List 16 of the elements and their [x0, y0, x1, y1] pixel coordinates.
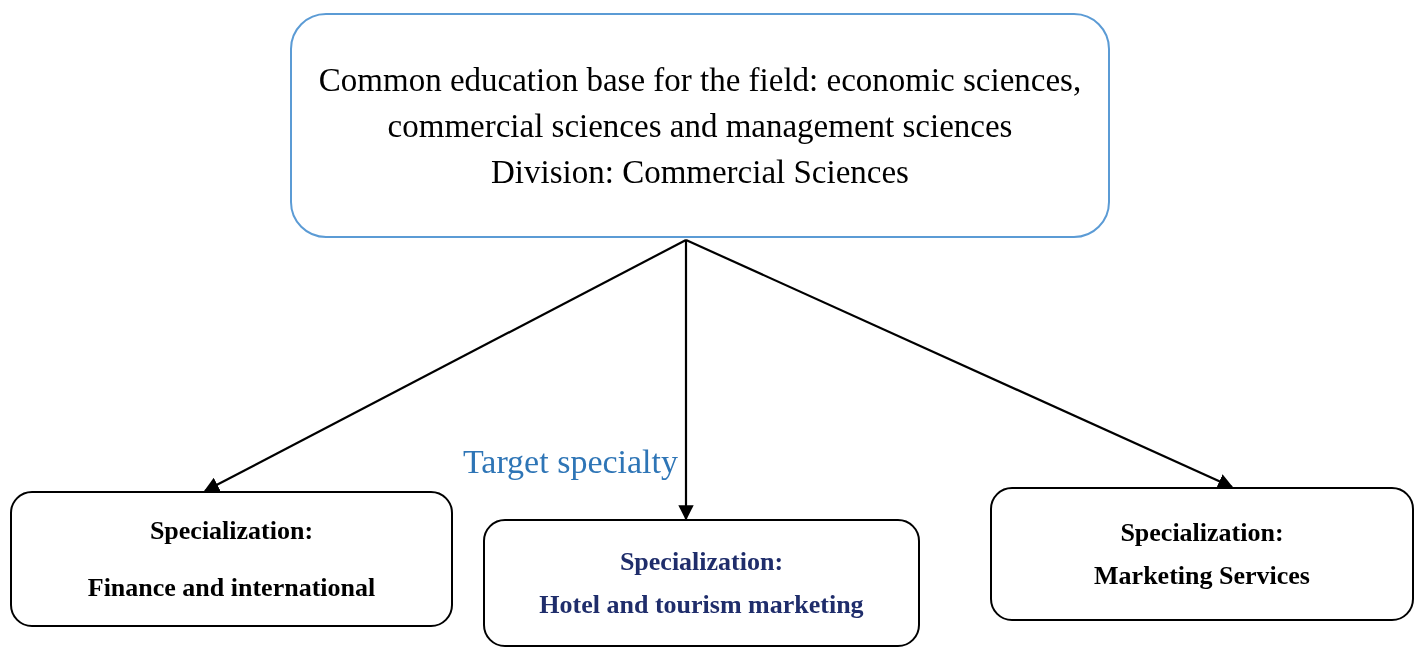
box-heading: Specialization: — [149, 515, 314, 547]
box-text: Division: Commercial Sciences — [491, 152, 909, 192]
box-text: Finance and international — [87, 572, 376, 604]
arrow — [685, 239, 1234, 489]
box-heading: Specialization: — [1120, 517, 1284, 549]
box-heading: Common education base for the field: economic sciences, commercial sciences and management sciences — [317, 60, 1083, 146]
process-box — [290, 13, 1110, 238]
box-heading: Specialization: — [619, 546, 784, 578]
annotation-text: Target specialty — [462, 442, 678, 482]
arrow — [678, 240, 694, 521]
box-text: Hotel and tourism marketing — [539, 589, 864, 621]
process-box — [483, 519, 920, 647]
process-box — [10, 491, 453, 627]
arrow — [203, 239, 687, 492]
process-box — [990, 487, 1414, 621]
box-text: Marketing Services — [1094, 560, 1310, 592]
